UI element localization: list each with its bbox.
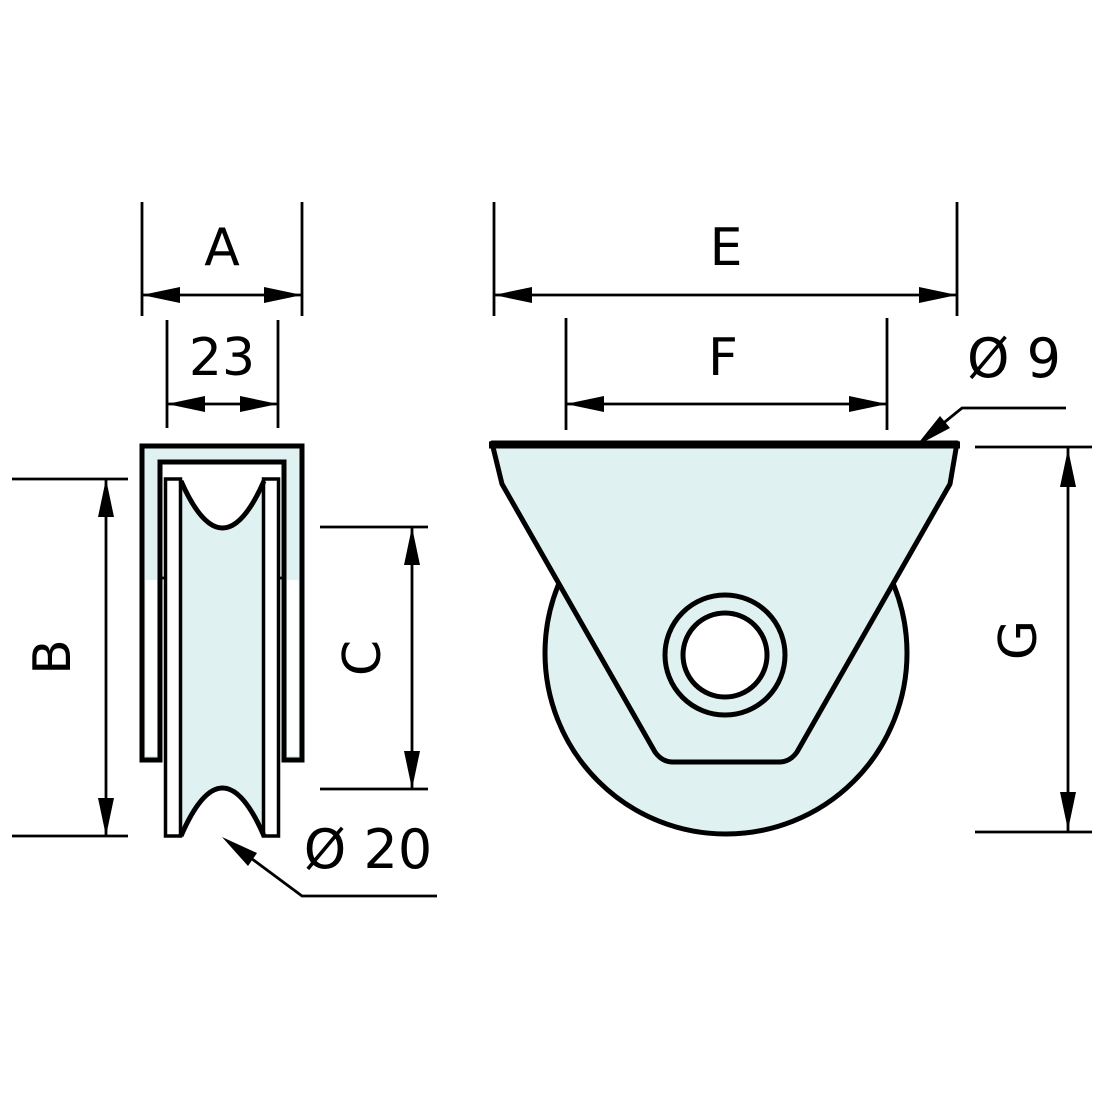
arrowhead-left bbox=[494, 287, 532, 303]
wheel-flange-left bbox=[163, 477, 183, 838]
dim-label-C: C bbox=[333, 640, 393, 676]
arrowhead-right bbox=[919, 287, 957, 303]
dimension-F: F bbox=[564, 318, 889, 430]
dim-label-E: E bbox=[710, 218, 743, 278]
leader-line bbox=[924, 406, 1066, 440]
wheel-groove-column bbox=[181, 481, 264, 836]
arrowhead-down bbox=[1060, 792, 1076, 830]
bracket-leg-interior-right bbox=[287, 580, 299, 756]
dimension-A-extension-lines bbox=[140, 202, 304, 316]
wheel-flange-right bbox=[261, 477, 281, 838]
dimension-23: 23 bbox=[165, 320, 280, 428]
dimension-E-extension-lines bbox=[492, 202, 959, 316]
arrowhead-right bbox=[240, 396, 278, 412]
dimension-G: G bbox=[975, 445, 1092, 834]
arrowhead-left bbox=[142, 287, 180, 303]
dimension-A: A bbox=[140, 202, 304, 316]
axle-hole-circle bbox=[680, 610, 770, 700]
arrowhead-right bbox=[264, 287, 302, 303]
arrowhead-up bbox=[404, 527, 420, 565]
callout-groove-diameter: Ø 20 bbox=[222, 818, 437, 898]
dimension-23-extension-lines bbox=[165, 320, 280, 428]
side-profile-view bbox=[139, 443, 305, 838]
groove-top-arc bbox=[178, 479, 267, 531]
leader-arrowhead bbox=[916, 416, 950, 446]
arrowhead-up bbox=[98, 479, 114, 517]
dimension-F-extension-lines bbox=[564, 318, 889, 430]
dim-label-G: G bbox=[989, 620, 1049, 660]
arrowhead-down bbox=[98, 798, 114, 836]
arrowhead-left bbox=[167, 396, 205, 412]
bracket-leg-interior-left bbox=[145, 580, 157, 756]
leader-arrowhead bbox=[222, 837, 257, 866]
arrowhead-right bbox=[849, 396, 887, 412]
dimension-C-extension-lines bbox=[320, 525, 428, 791]
dim-label-23: 23 bbox=[189, 328, 255, 388]
dia-label-9: Ø 9 bbox=[967, 327, 1061, 390]
arrowhead-down bbox=[404, 751, 420, 789]
arrowhead-left bbox=[566, 396, 604, 412]
dim-label-A: A bbox=[204, 218, 240, 278]
dim-label-F: F bbox=[708, 328, 738, 388]
dia-label-20: Ø 20 bbox=[304, 818, 432, 881]
groove-bottom-arc bbox=[178, 785, 267, 837]
dimension-B: B bbox=[12, 477, 128, 838]
arrowhead-up bbox=[1060, 449, 1076, 487]
dimension-B-extension-lines bbox=[12, 477, 128, 838]
dimension-C: C bbox=[320, 525, 428, 791]
callout-hole-diameter: Ø 9 bbox=[916, 327, 1066, 446]
leader-line bbox=[231, 842, 437, 898]
dim-label-B: B bbox=[23, 639, 83, 675]
dimension-G-extension-lines bbox=[975, 445, 1092, 834]
dimension-E: E bbox=[492, 202, 959, 316]
front-view bbox=[489, 440, 960, 837]
bracket-side-profile bbox=[139, 443, 305, 763]
